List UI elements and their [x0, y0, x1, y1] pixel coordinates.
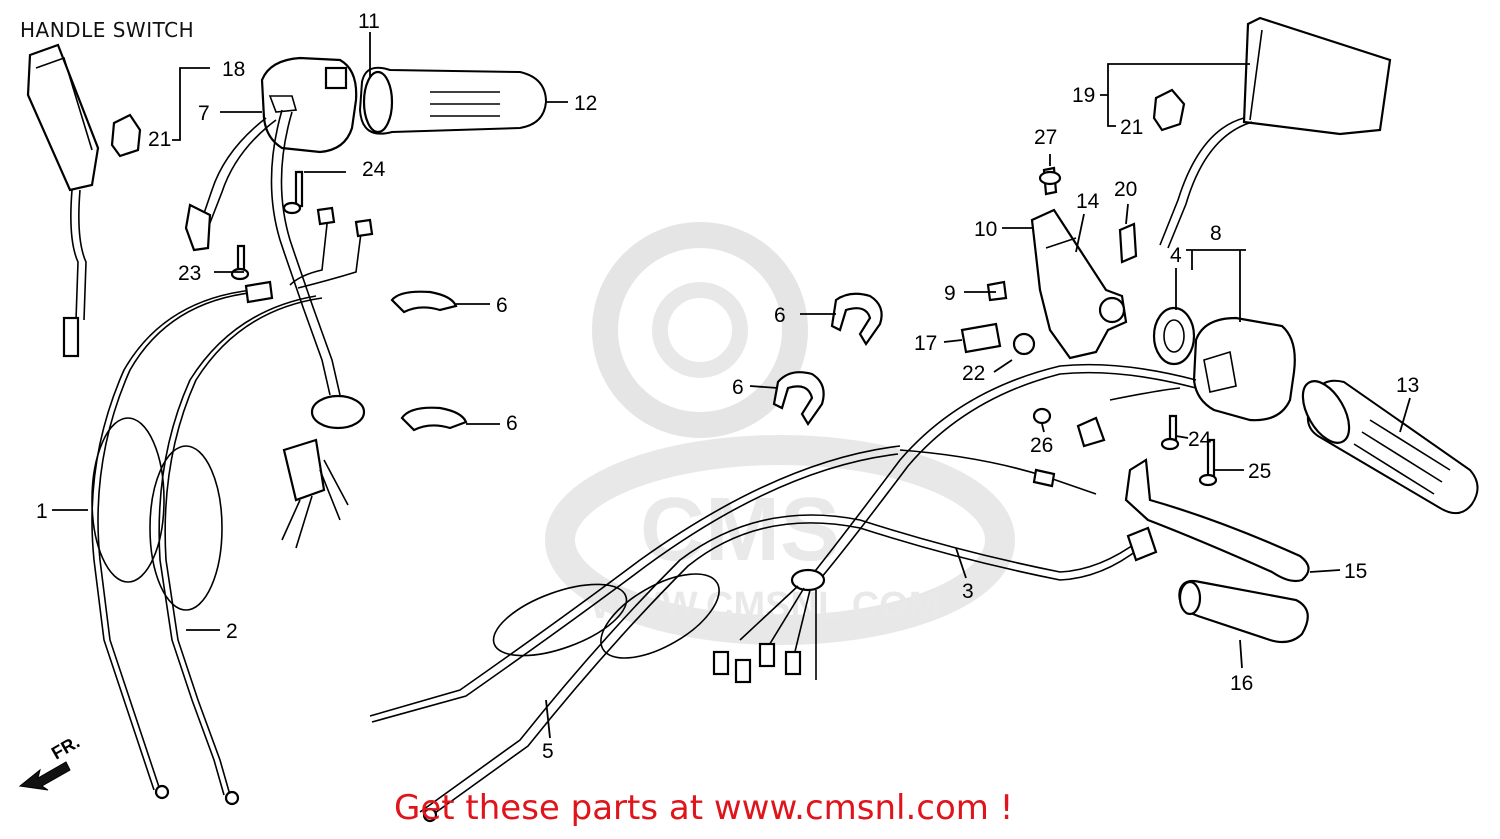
callout-19: 19	[1072, 84, 1095, 107]
callout-14: 14	[1076, 190, 1100, 213]
callout-15: 15	[1344, 560, 1367, 583]
cable-clamp-mid-bottom	[772, 371, 825, 427]
callout-11: 11	[358, 10, 380, 33]
callout-6d: 6	[732, 376, 744, 399]
callout-21b: 21	[1120, 116, 1143, 139]
callout-8: 8	[1210, 222, 1222, 245]
callout-6a: 6	[496, 294, 508, 317]
callout-2: 2	[226, 620, 238, 643]
callout-17: 17	[914, 332, 937, 355]
callout-24a: 24	[362, 158, 386, 181]
callout-3: 3	[962, 580, 974, 603]
cable-clamp-left-bottom	[400, 406, 468, 432]
callout-25: 25	[1248, 460, 1271, 483]
front-direction-arrow: FR.	[18, 732, 83, 791]
callout-16: 16	[1230, 672, 1253, 695]
callout-13: 13	[1396, 374, 1419, 397]
callout-24b: 24	[1188, 428, 1212, 451]
cable-clamp-left-top	[390, 290, 458, 314]
callout-9: 9	[944, 282, 956, 305]
callout-12: 12	[574, 92, 597, 115]
callout-7: 7	[198, 102, 210, 125]
callout-6c: 6	[774, 304, 786, 327]
front-brake-cable	[419, 514, 1158, 823]
right-switch-housing	[1192, 316, 1296, 422]
left-switch-housing	[260, 56, 358, 154]
callout-22: 22	[962, 362, 985, 385]
callout-23: 23	[178, 262, 201, 285]
right-mirror	[1159, 16, 1392, 249]
leader-lines	[52, 32, 1411, 739]
page-title: HANDLE SWITCH	[20, 18, 195, 42]
lever-cover	[1178, 579, 1309, 644]
callout-26: 26	[1030, 434, 1053, 457]
clutch-cable	[369, 387, 1181, 723]
callout-21a: 21	[148, 128, 171, 151]
callout-18: 18	[222, 58, 245, 81]
left-mirror	[26, 43, 100, 358]
left-mirror-nut	[110, 113, 142, 158]
right-switch-harness	[712, 363, 1197, 684]
callout-27: 27	[1034, 126, 1057, 149]
front-direction-label: FR.	[48, 732, 83, 764]
callout-labels: 1 2 3 4 5 6 6 6 6 7 8 9 10 11 12 13 14 1…	[36, 10, 1419, 763]
brake-lever	[1124, 458, 1310, 583]
return-cable	[149, 295, 323, 806]
right-mirror-nut	[1152, 88, 1186, 132]
left-grip	[358, 66, 548, 135]
callout-6b: 6	[506, 412, 518, 435]
callout-5: 5	[542, 740, 554, 763]
callout-1: 1	[36, 500, 48, 523]
cable-clamp-mid-top	[830, 292, 883, 347]
right-grip	[1301, 379, 1479, 515]
promo-link[interactable]: Get these parts at www.cmsnl.com !	[394, 788, 1014, 828]
watermark-logo-text: CMS	[640, 480, 840, 580]
switch-collar	[1152, 306, 1196, 366]
callout-4: 4	[1170, 244, 1182, 267]
callout-10: 10	[974, 218, 997, 241]
brake-lever-holder	[1030, 208, 1128, 360]
callout-20: 20	[1114, 178, 1137, 201]
throttle-cable	[91, 289, 259, 800]
